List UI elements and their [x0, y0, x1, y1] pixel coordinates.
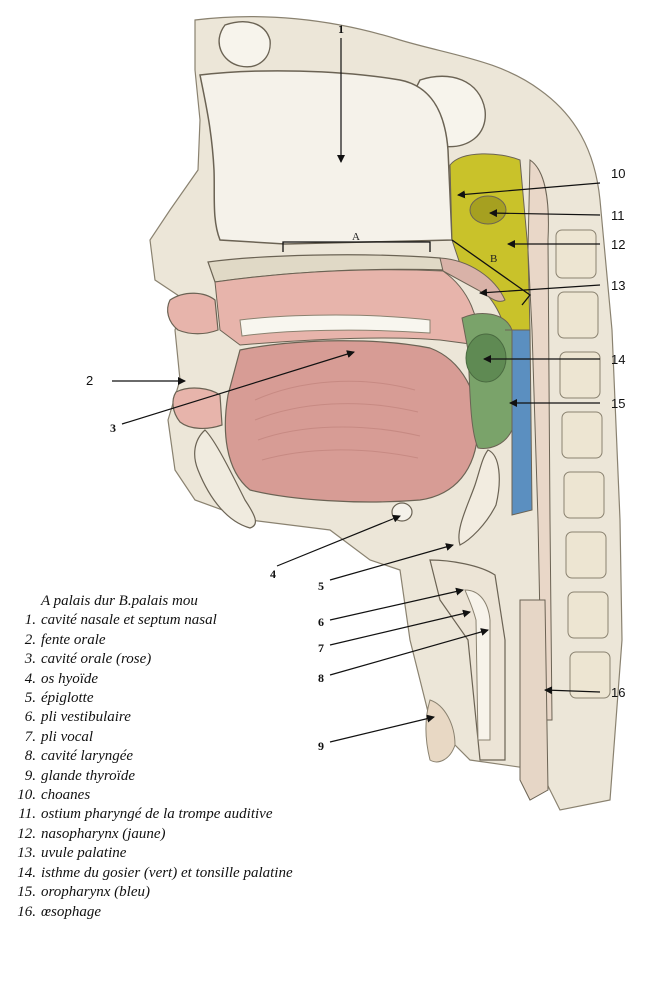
legend: A palais dur B.palais mou 1.cavité nasal… [14, 592, 634, 922]
label-1: 1 [338, 22, 344, 36]
label-A: A [352, 231, 360, 243]
label-12: 12 [611, 237, 625, 252]
label-15: 15 [611, 396, 625, 411]
legend-item-12: 12.nasopharynx (jaune) [14, 825, 634, 844]
legend-item-5: 5.épiglotte [14, 689, 634, 708]
auditive-tube-ostium [470, 196, 506, 224]
label-B: B [490, 253, 497, 265]
upper-lip [168, 293, 218, 334]
legend-item-4: 4.os hyoïde [14, 670, 634, 689]
legend-item-16: 16.œsophage [14, 903, 634, 922]
nasal-cavity [200, 71, 452, 244]
legend-item-2: 2.fente orale [14, 631, 634, 650]
label-4: 4 [270, 567, 276, 581]
legend-item-8: 8.cavité laryngée [14, 747, 634, 766]
label-5: 5 [318, 579, 324, 593]
legend-item-1: 1.cavité nasale et septum nasal [14, 611, 634, 630]
legend-item-11: 11.ostium pharyngé de la trompe auditive [14, 805, 634, 824]
label-10: 10 [611, 166, 625, 181]
tongue [225, 341, 478, 502]
label-3: 3 [110, 421, 116, 435]
legend-item-15: 15.oropharynx (bleu) [14, 883, 634, 902]
legend-item-10: 10.choanes [14, 786, 634, 805]
label-14: 14 [611, 352, 625, 367]
legend-item-ab: A palais dur B.palais mou [14, 592, 634, 611]
legend-item-7: 7.pli vocal [14, 728, 634, 747]
lower-lip [173, 388, 222, 428]
palatine-tonsil [466, 334, 506, 382]
legend-item-13: 13.uvule palatine [14, 844, 634, 863]
label-11: 11 [611, 208, 625, 223]
label-13: 13 [611, 278, 625, 293]
legend-item-3: 3.cavité orale (rose) [14, 650, 634, 669]
legend-item-6: 6.pli vestibulaire [14, 708, 634, 727]
label-2: 2 [86, 373, 93, 388]
legend-item-9: 9.glande thyroïde [14, 767, 634, 786]
legend-item-14: 14.isthme du gosier (vert) et tonsille p… [14, 864, 634, 883]
frontal-sinus [219, 22, 270, 67]
